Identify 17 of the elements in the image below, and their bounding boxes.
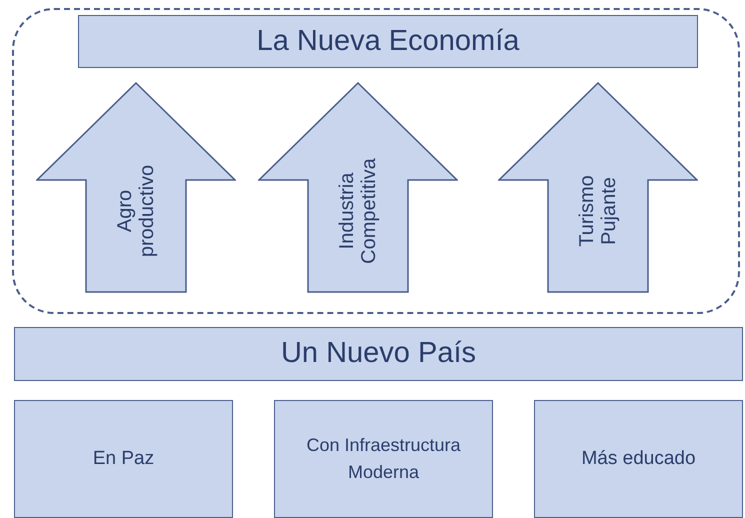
pointed-pillar (258, 82, 458, 293)
panel-label: En Paz (92, 446, 156, 471)
text-panel (274, 400, 493, 518)
panel-label: Más educado (580, 446, 697, 471)
pillar-label: Industria Competitiva (336, 157, 380, 266)
banner-title: Un Nuevo País (280, 336, 478, 372)
dashed-region (12, 8, 740, 314)
pointed-pillar (36, 82, 236, 293)
text-panel (14, 400, 233, 518)
banner (14, 327, 743, 381)
text-panel (534, 400, 743, 518)
pillar-label: Agro productivo (114, 164, 158, 260)
pointed-pillar (498, 82, 698, 293)
banner-title: La Nueva Economía (256, 24, 520, 59)
pillar-label: Turismo Pujante (576, 174, 620, 249)
banner (78, 15, 698, 68)
panel-label: Con Infraestructura Moderna (305, 434, 462, 484)
